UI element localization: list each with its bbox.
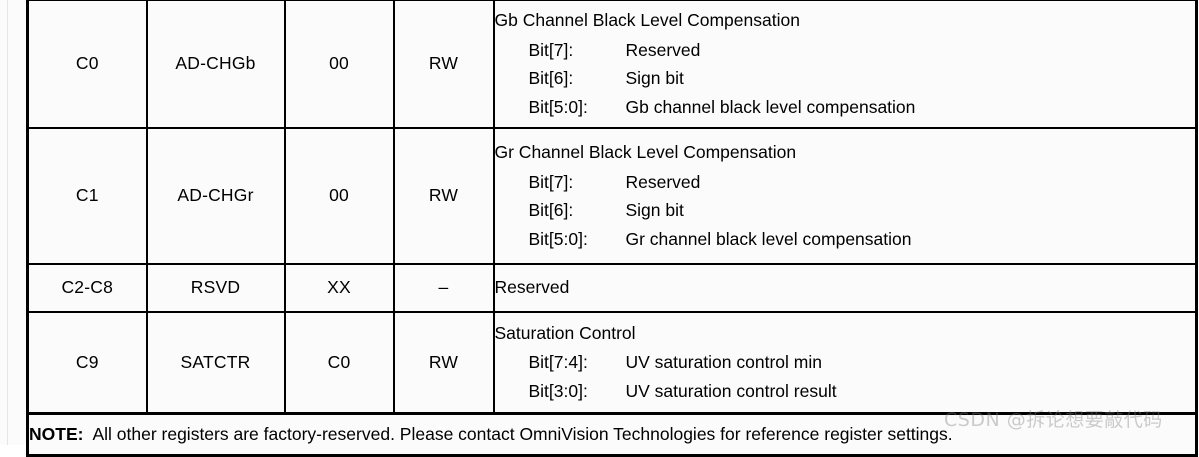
cell-default: C0: [283, 311, 395, 415]
bitfield-list: Bit[7]: Reserved Bit[6]: Sign bit Bit[5:0]…: [495, 171, 1196, 249]
bitfield-text: Sign bit: [625, 68, 684, 88]
bitfield-list: Bit[7:4]: UV saturation control min Bit[3…: [495, 354, 1196, 400]
bitfield-entry: Bit[5:0]: Gb channel black level compensa…: [495, 96, 1196, 117]
cell-rw: RW: [392, 127, 495, 265]
cell-address: C2-C8: [26, 263, 148, 313]
cell-description: Saturation Control Bit[7:4]: UV saturatio…: [492, 311, 1198, 415]
bitfield-entry: Bit[6]: Sign bit: [495, 68, 1196, 88]
cell-address: C1: [26, 127, 148, 265]
bitfield-label: Bit[5:0]:: [528, 228, 588, 249]
note-cell: NOTE: All other registers are factory-res…: [26, 412, 1198, 457]
bitfield-text: Sign bit: [625, 200, 684, 220]
bitfield-text: UV saturation control result: [625, 380, 837, 401]
cell-name: SATCTR: [145, 311, 286, 415]
bitfield-text: UV saturation control min: [625, 352, 822, 373]
table-row: C2-C8 RSVD XX – Reserved: [26, 263, 1198, 313]
bitfield-label: Bit[6]:: [528, 200, 574, 220]
bitfield-text: Gr channel black level compensation: [625, 228, 912, 249]
cell-name: AD-CHGb: [145, 0, 286, 129]
cell-default: 00: [283, 0, 395, 129]
bitfield-entry: Bit[7]: Reserved: [495, 171, 1196, 192]
bitfield-text: Reserved: [625, 39, 701, 60]
description-title: Gb Channel Black Level Compensation: [494, 10, 800, 30]
cell-default: XX: [283, 263, 395, 313]
table-row: C9 SATCTR C0 RW Saturation Control Bit[7…: [26, 311, 1198, 415]
cell-rw: RW: [392, 311, 495, 415]
bitfield-text: Reserved: [625, 171, 701, 192]
bitfield-entry: Bit[7]: Reserved: [495, 39, 1196, 60]
description-title: Reserved: [494, 277, 570, 298]
cell-name: AD-CHGr: [145, 127, 286, 265]
cell-address: C9: [26, 311, 148, 415]
page-margin-rule: [7, 0, 8, 445]
bitfield-entry: Bit[3:0]: UV saturation control result: [495, 380, 1196, 401]
bitfield-label: Bit[7]:: [528, 171, 574, 192]
cell-description: Gb Channel Black Level Compensation Bit[…: [492, 0, 1198, 129]
cell-default: 00: [283, 127, 395, 265]
cell-name: RSVD: [145, 263, 286, 313]
bitfield-label: Bit[7:4]:: [528, 352, 588, 373]
cell-description: Gr Channel Black Level Compensation Bit[…: [492, 127, 1198, 265]
description-title: Saturation Control: [494, 322, 636, 343]
bitfield-label: Bit[3:0]:: [528, 380, 588, 401]
cell-rw: –: [392, 263, 495, 313]
bitfield-text: Gb channel black level compensation: [625, 96, 916, 117]
bitfield-label: Bit[7]:: [528, 39, 574, 60]
description-title: Gr Channel Black Level Compensation: [494, 142, 797, 162]
bitfield-entry: Bit[7:4]: UV saturation control min: [495, 354, 1196, 372]
bitfield-label: Bit[6]:: [528, 68, 574, 88]
note-label: NOTE:: [29, 423, 84, 444]
bitfield-list: Bit[7]: Reserved Bit[6]: Sign bit Bit[5:0]…: [495, 39, 1196, 117]
bitfield-entry: Bit[5:0]: Gr channel black level compensa…: [495, 228, 1196, 249]
cell-rw: RW: [392, 0, 495, 129]
table-note-row: NOTE: All other registers are factory-res…: [26, 412, 1198, 457]
bitfield-entry: Bit[6]: Sign bit: [495, 200, 1196, 220]
table-row: C1 AD-CHGr 00 RW Gr Channel Black Level …: [26, 127, 1198, 265]
cell-description: Reserved: [492, 263, 1198, 313]
note-text: All other registers are factory-reserved…: [92, 423, 953, 444]
page-canvas: C0 AD-CHGb 00 RW Gb Channel Black Level …: [7, 0, 1198, 457]
table-row: C0 AD-CHGb 00 RW Gb Channel Black Level …: [26, 0, 1198, 129]
bitfield-label: Bit[5:0]:: [528, 96, 588, 117]
register-table: C0 AD-CHGb 00 RW Gb Channel Black Level …: [26, 0, 1198, 457]
cell-address: C0: [26, 0, 148, 129]
